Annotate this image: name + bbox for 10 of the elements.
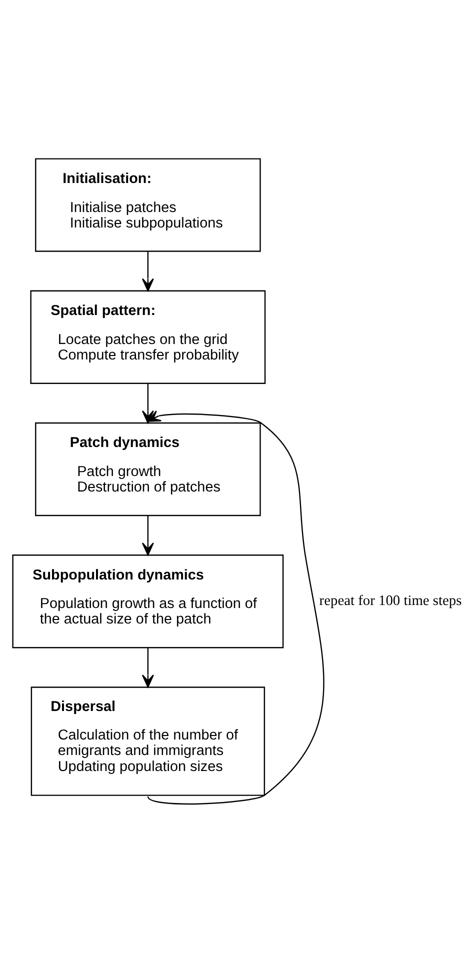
node-box: Patch dynamics Patch growth Destruction of patches bbox=[35, 422, 261, 516]
edge-label: repeat for 100 time steps bbox=[319, 592, 462, 609]
arrow bbox=[142, 647, 154, 688]
node-box: Spatial pattern: Locate patches on the grid Compute transfer probability bbox=[30, 290, 266, 384]
node-box: Initialisation: Initialise patches Initialise subpopulations bbox=[35, 158, 261, 252]
arrow bbox=[147, 410, 324, 804]
arrow bbox=[142, 251, 154, 291]
node-box: Dispersal Calculation of the number of emigrants and immigrants Updating population sizes bbox=[30, 686, 266, 796]
arrow bbox=[142, 515, 154, 556]
node-box: Subpopulation dynamics Population growth as a function of the actual size of the patch bbox=[12, 554, 284, 648]
